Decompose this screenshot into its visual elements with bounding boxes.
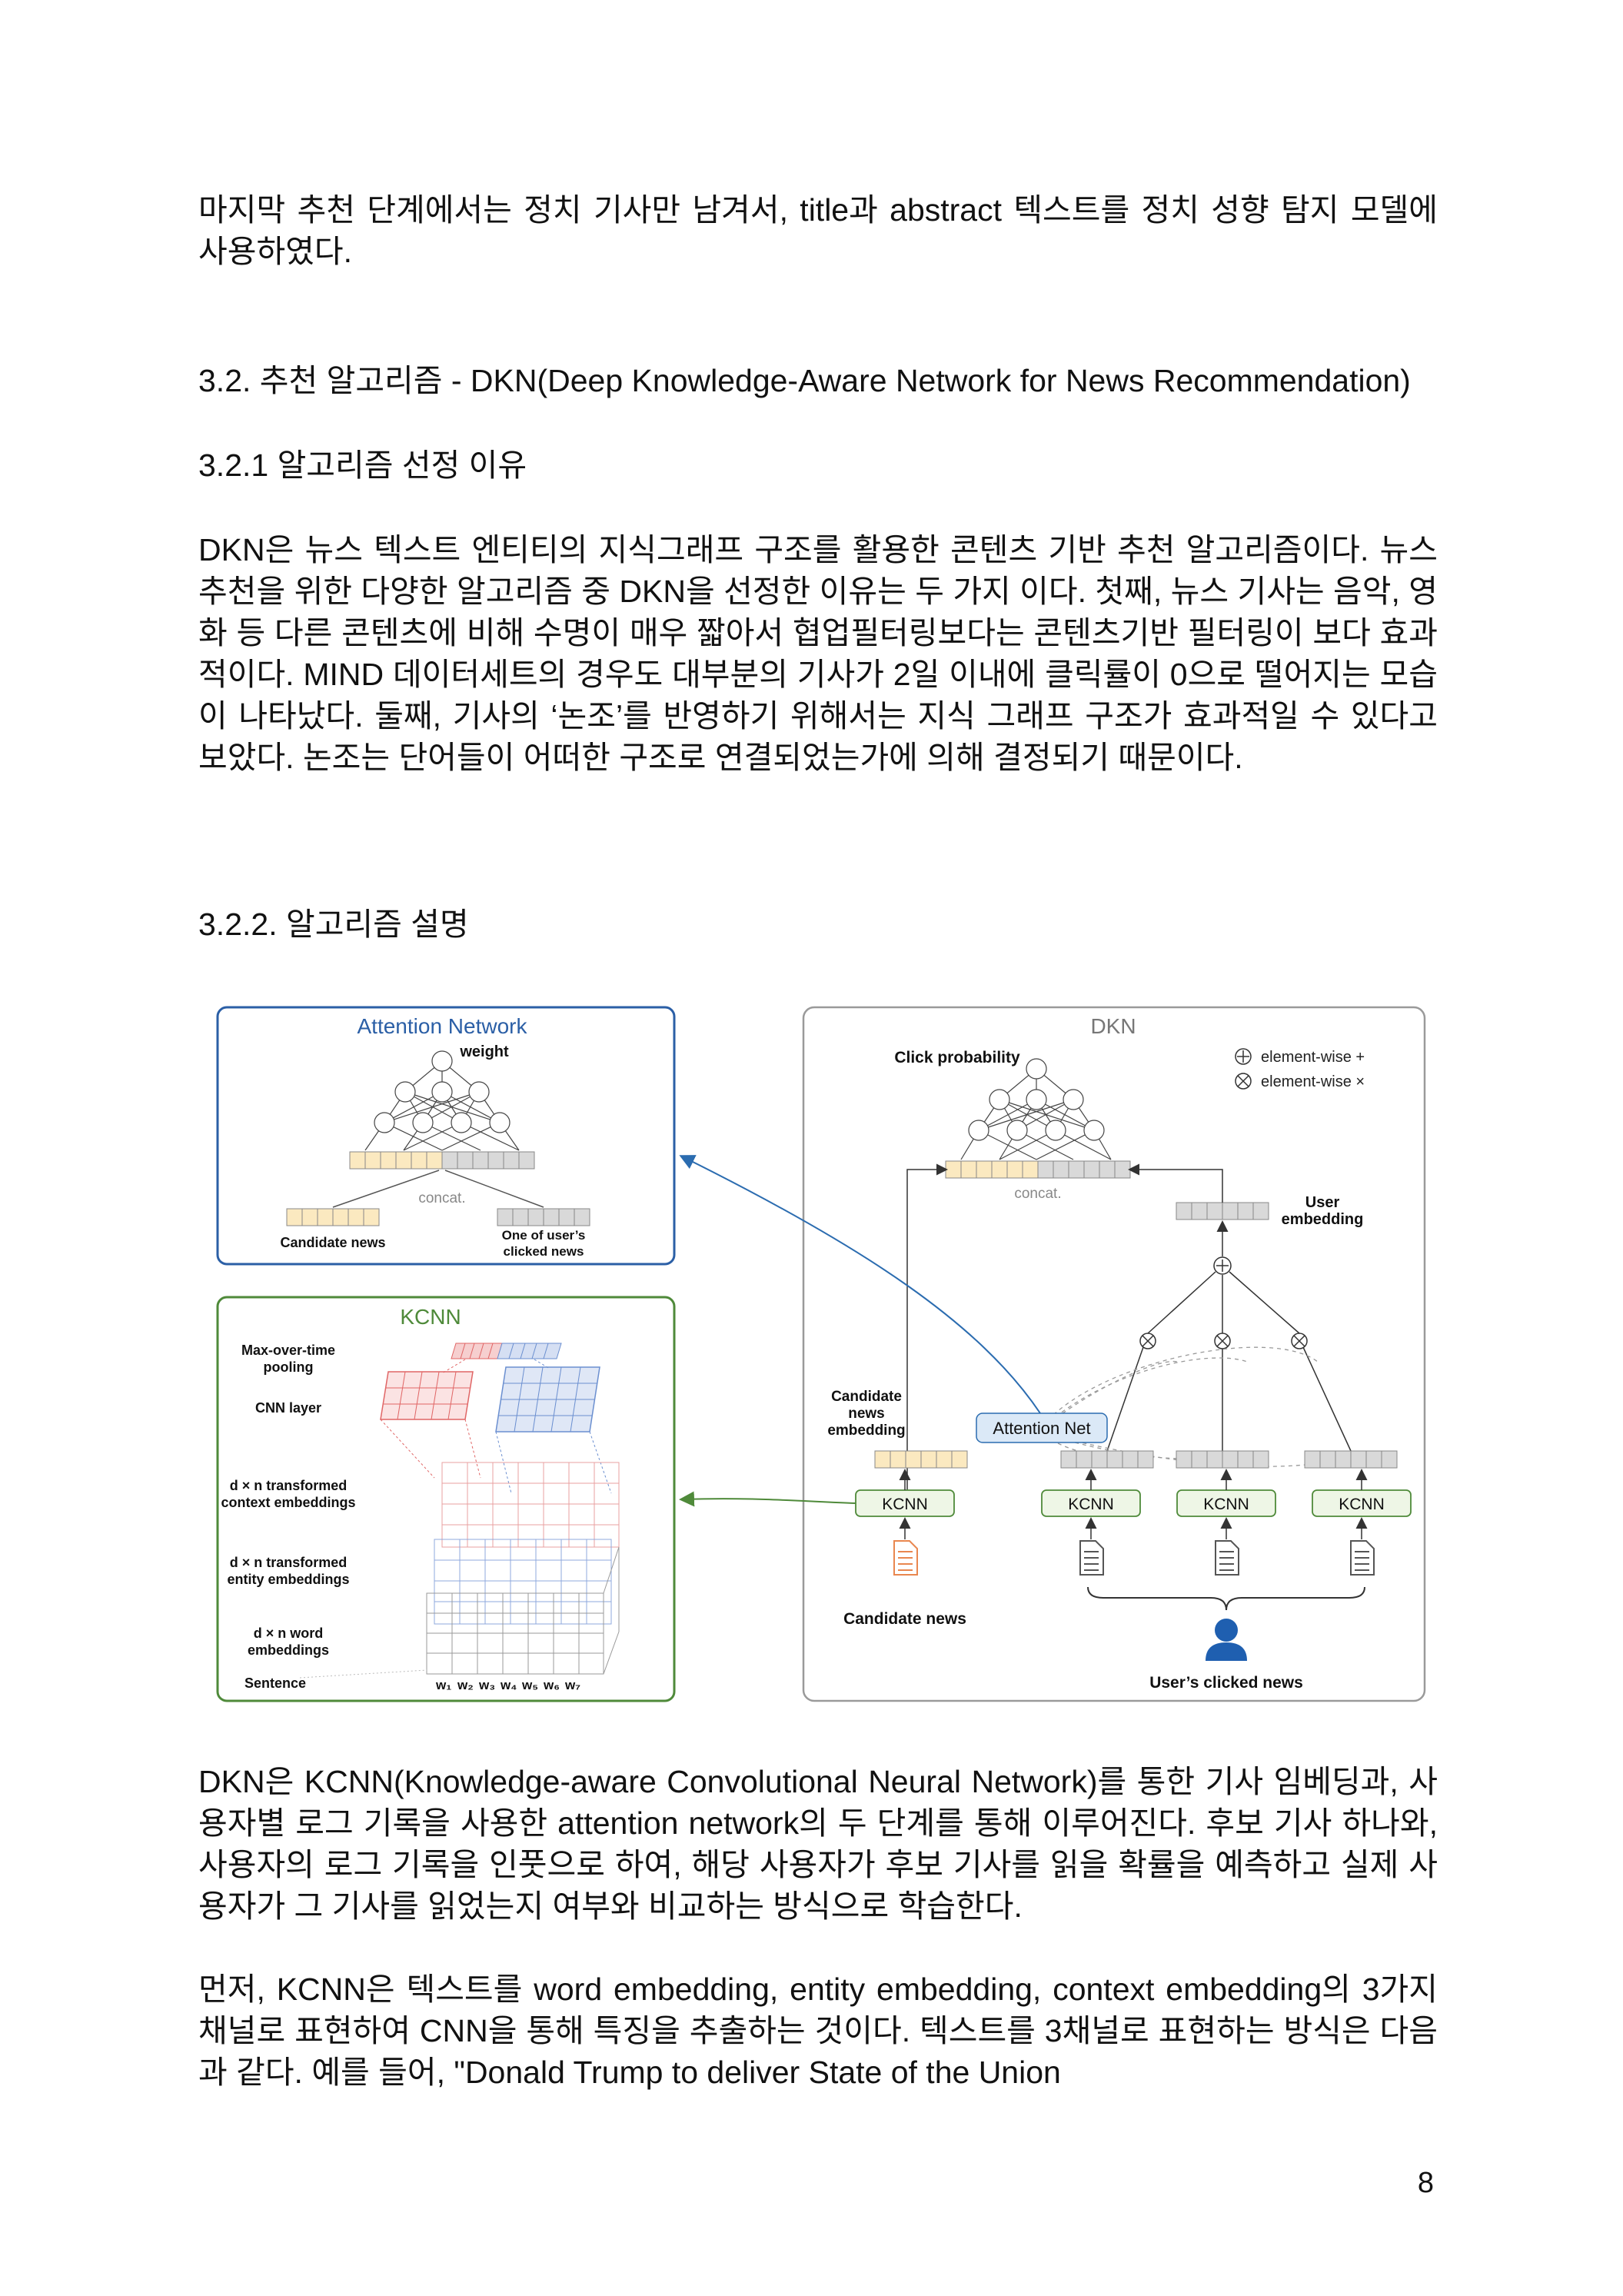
subsection-heading-description: 3.2.2. 알고리즘 설명	[198, 907, 469, 942]
attention-net-box	[976, 1413, 1108, 1443]
clicked-embedding-vectors	[1060, 1450, 1398, 1469]
attention-candidate-news-label: Candidate news	[280, 1235, 385, 1250]
candidate-embedding-label-1: Candidate	[831, 1389, 902, 1405]
page-number: 8	[1417, 2167, 1434, 2199]
legend: element-wise + element-wise ×	[1235, 1048, 1365, 1090]
context-embedding-label-2: context embeddings	[221, 1495, 355, 1510]
dkn-mlp	[960, 1058, 1112, 1160]
section-heading: 3.2. 추천 알고리즘 - DKN(Deep Knowledge-Aware …	[198, 363, 1411, 398]
embedding-stack	[299, 1419, 620, 1679]
pooled-vectors	[451, 1343, 562, 1359]
attention-net-label: Attention Net	[993, 1419, 1090, 1438]
kcnn-arrow	[679, 1491, 856, 1507]
intro-paragraph: 마지막 추천 단계에서는 정치 기사만 남겨서, title과 abstract…	[198, 192, 1438, 269]
users-clicked-news-label: User’s clicked news	[1149, 1674, 1303, 1692]
kcnn-panel-title: KCNN	[400, 1305, 461, 1329]
cnn-layer-label: CNN layer	[255, 1400, 321, 1416]
clicked-news-brace	[1087, 1586, 1365, 1611]
svg-text:w₆: w₆	[543, 1678, 560, 1692]
dkn-panel-title: DKN	[1090, 1014, 1136, 1038]
click-probability-label: Click probability	[894, 1049, 1020, 1066]
dkn-paragraph: DKN은 KCNN(Knowledge-aware Convolutional …	[198, 1764, 1438, 1924]
svg-text:w₃: w₃	[478, 1678, 495, 1692]
dkn-concat-vector	[945, 1160, 1131, 1179]
attention-concat-vector	[349, 1151, 535, 1170]
user-embedding-label-1: User	[1305, 1194, 1340, 1211]
entity-embedding-label-2: entity embeddings	[227, 1572, 349, 1587]
candidate-embedding-vector	[874, 1450, 968, 1469]
attention-network-panel: Attention Network weight concat. Candida…	[216, 1006, 676, 1266]
legend-times-label: element-wise ×	[1261, 1073, 1365, 1090]
kcnn-box-label-candidate: KCNN	[882, 1496, 928, 1513]
kcnn-paragraph: 먼저, KCNN은 텍스트를 word embedding, entity em…	[198, 1972, 1438, 2090]
candidate-embedding-label-3: embedding	[827, 1423, 905, 1439]
subsection-heading-reason: 3.2.1 알고리즘 선정 이유	[198, 448, 527, 483]
svg-text:w₁: w₁	[435, 1678, 451, 1692]
svg-text:w₂: w₂	[457, 1678, 474, 1692]
attention-candidate-vector	[286, 1208, 380, 1226]
attention-mlp	[364, 1050, 520, 1151]
dkn-concat-label: concat.	[1014, 1186, 1061, 1202]
reason-paragraph: DKN은 뉴스 텍스트 엔티티의 지식그래프 구조를 활용한 콘텐츠 기반 추천…	[198, 532, 1438, 775]
svg-text:w₄: w₄	[500, 1678, 517, 1692]
word-embedding-label-2: embeddings	[248, 1642, 329, 1658]
sentence-words: w₁ w₂ w₃ w₄ w₅ w₆ w₇	[435, 1678, 580, 1692]
pooling-label: pooling	[264, 1359, 314, 1375]
svg-text:w₇: w₇	[564, 1678, 580, 1692]
clicked-document-icons	[1079, 1540, 1375, 1576]
user-icon	[1206, 1619, 1247, 1661]
entity-embedding-label-1: d × n transformed	[230, 1555, 348, 1570]
kcnn-box-label-3: KCNN	[1339, 1496, 1385, 1513]
dkn-panel: DKN Click probability element-wise + ele…	[802, 1006, 1426, 1702]
word-embedding-label-1: d × n word	[254, 1626, 324, 1641]
candidate-document-icon	[893, 1540, 918, 1576]
attention-one-of-users-label: One of user’s	[502, 1228, 586, 1243]
candidate-news-label: Candidate news	[843, 1610, 966, 1628]
dkn-architecture-figure: Attention Network weight concat. Candida…	[216, 1006, 1426, 1702]
candidate-embedding-label-2: news	[848, 1406, 885, 1422]
kcnn-box-label-1: KCNN	[1068, 1496, 1114, 1513]
user-embedding-label-2: embedding	[1282, 1211, 1364, 1228]
attention-concat-label: concat.	[418, 1190, 465, 1206]
attention-clicked-vector	[497, 1208, 590, 1226]
kcnn-boxes: KCNN KCNN KCNN KCNN	[855, 1489, 1412, 1517]
cnn-feature-maps	[380, 1359, 600, 1433]
svg-text:w₅: w₅	[521, 1678, 538, 1692]
user-embedding-vector	[1176, 1202, 1269, 1220]
sentence-label: Sentence	[244, 1675, 306, 1691]
attention-net-arrow	[679, 1155, 1041, 1414]
kcnn-panel: KCNN Max-over-time pooling CNN layer d ×…	[216, 1296, 676, 1702]
max-over-time-label: Max-over-time	[241, 1343, 335, 1358]
product-nodes	[1106, 1271, 1352, 1452]
kcnn-box-label-2: KCNN	[1203, 1496, 1249, 1513]
context-embedding-label-1: d × n transformed	[230, 1478, 348, 1493]
legend-plus-label: element-wise +	[1261, 1049, 1365, 1066]
attention-clicked-news-label: clicked news	[504, 1244, 584, 1259]
weight-label: weight	[459, 1043, 509, 1060]
attention-network-title: Attention Network	[358, 1014, 528, 1038]
